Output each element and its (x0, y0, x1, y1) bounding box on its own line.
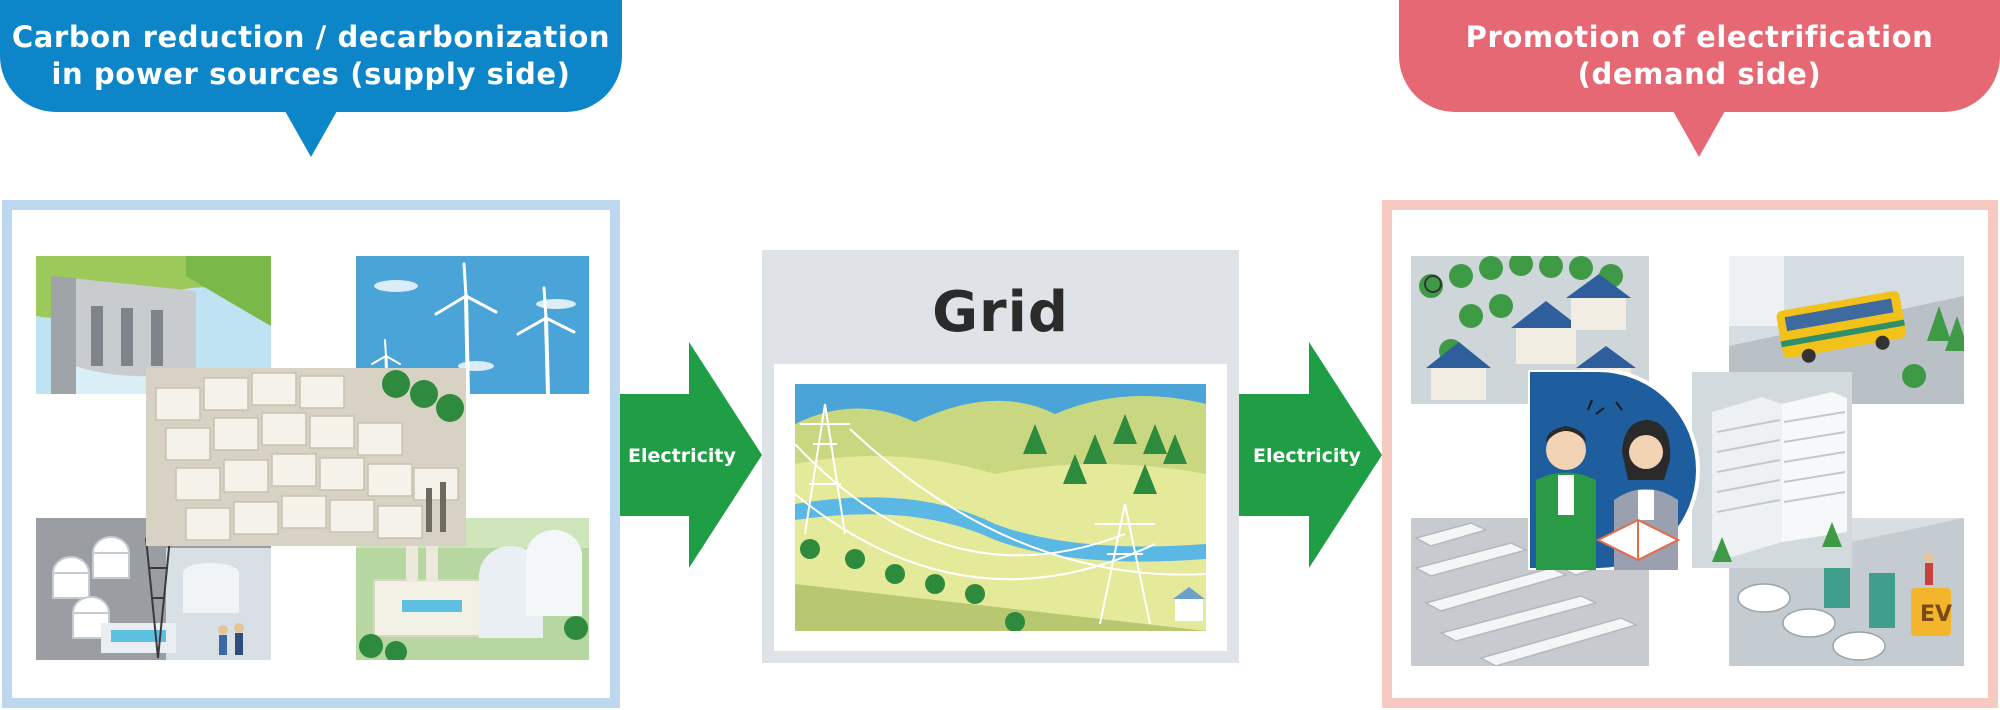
transmission-grid-illustration (795, 384, 1206, 631)
supply-bubble-tail (285, 111, 337, 157)
thermal-power-station-illustration (36, 518, 271, 660)
supply-bubble-line2: in power sources (supply side) (51, 57, 571, 91)
apartment-buildings-illustration (1692, 372, 1852, 568)
ev-sign-text: EV (1920, 602, 1952, 627)
demand-side-bubble: Promotion of electrification (demand sid… (1399, 0, 2000, 112)
demand-bubble-line1: Promotion of electrification (1465, 20, 1934, 54)
grid-title: Grid (932, 280, 1069, 345)
electricity-arrow-right (1239, 342, 1382, 568)
battery-storage-illustration (146, 368, 466, 546)
electricity-arrow-left (620, 342, 762, 568)
supply-bubble-line1: Carbon reduction / decarbonization (11, 20, 611, 54)
demand-bubble-line2: (demand side) (1577, 57, 1822, 91)
electricity-label-left: Electricity (628, 445, 736, 467)
demand-bubble-tail (1673, 111, 1725, 157)
consultation-illustration (1528, 370, 1700, 570)
supply-side-bubble: Carbon reduction / decarbonization in po… (0, 0, 622, 112)
electricity-label-right: Electricity (1253, 445, 1361, 467)
